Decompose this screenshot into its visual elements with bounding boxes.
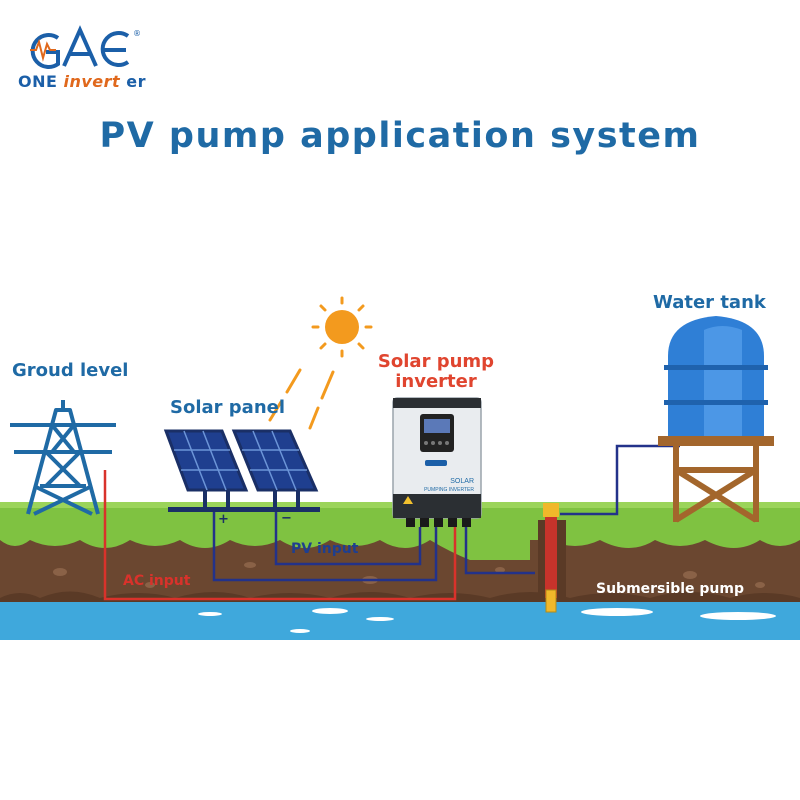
- ground-level-label: Groud level: [12, 360, 129, 381]
- pv-plus-wire: [212, 512, 438, 582]
- water-pipe: [560, 444, 680, 516]
- logo-registered: ®: [133, 29, 141, 38]
- logo-tagline: ONE invert er: [18, 72, 146, 91]
- water-tank-icon: [658, 316, 774, 523]
- logo-tagline-er: er: [120, 72, 147, 91]
- inverter-icon: SOLAR PUMPING INVERTER: [392, 397, 482, 527]
- ac-input-wire: [103, 470, 457, 601]
- pv-input-label: PV input: [291, 541, 359, 557]
- pump-wire: [464, 527, 535, 575]
- inverter-label: Solar pump inverter: [370, 352, 502, 392]
- pv-minus-wire: [274, 512, 422, 566]
- water-highlights: [198, 608, 776, 633]
- page-title: PV pump application system: [99, 116, 701, 156]
- minus-terminal-label: −: [281, 511, 292, 526]
- water-layer: [0, 598, 800, 640]
- inverter-label-line2: inverter: [395, 371, 477, 392]
- inverter-brand-top: SOLAR: [450, 478, 474, 485]
- inverter-brand-bottom: PUMPING INVERTER: [424, 487, 474, 493]
- power-tower-icon: [10, 400, 116, 516]
- soil-stones: [53, 562, 765, 588]
- solar-panel-icon: [163, 429, 320, 512]
- grass-layer: [0, 502, 800, 560]
- plus-terminal-label: +: [218, 512, 229, 527]
- inverter-label-line1: Solar pump: [377, 351, 495, 372]
- sun-rays: [268, 368, 335, 430]
- soil-layer: [0, 535, 800, 598]
- submersible-pump-label: Submersible pump: [596, 581, 744, 597]
- sun-icon: [311, 296, 373, 358]
- logo-tagline-invert: invert: [63, 72, 121, 91]
- solar-panel-label: Solar panel: [170, 397, 286, 418]
- ac-input-label: AC input: [123, 573, 191, 589]
- water-tank-label: Water tank: [653, 292, 766, 313]
- logo-mark: ®: [30, 25, 141, 69]
- logo-tagline-one: ONE: [18, 72, 64, 91]
- pump-icon: [543, 503, 559, 613]
